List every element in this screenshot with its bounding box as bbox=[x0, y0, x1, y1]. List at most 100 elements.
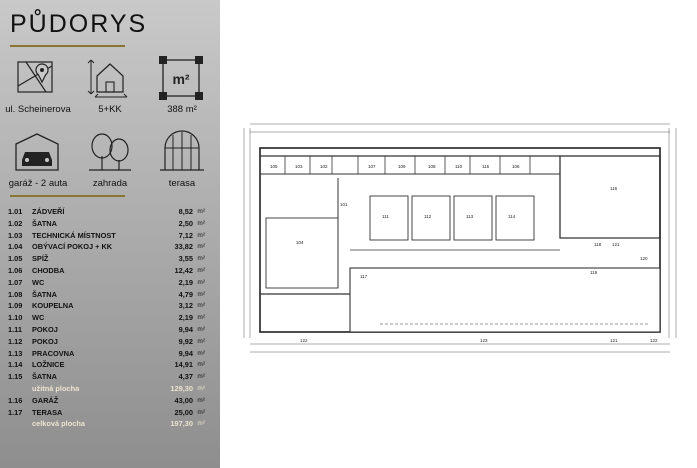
feature-label-terrace: terasa bbox=[168, 178, 196, 189]
feature-label-layout: 5+KK bbox=[98, 104, 122, 115]
svg-text:122: 122 bbox=[300, 338, 308, 343]
area-unit: m² bbox=[197, 231, 205, 239]
room-area: 43,00 bbox=[174, 395, 194, 405]
area-unit: m² bbox=[197, 302, 205, 310]
room-number: 1.17 bbox=[8, 407, 23, 417]
area-unit: m² bbox=[197, 361, 205, 369]
total-area: 129,30 bbox=[170, 383, 193, 393]
room-area: 12,42 bbox=[174, 265, 194, 275]
room-area: 8,52 bbox=[178, 207, 193, 216]
page-title: PŮDORYS bbox=[10, 10, 148, 38]
svg-text:113: 113 bbox=[466, 214, 474, 219]
svg-text:105: 105 bbox=[270, 164, 278, 169]
room-name: ŠATNA bbox=[32, 372, 57, 382]
total-label: celková plocha bbox=[32, 419, 85, 429]
area-unit: m² bbox=[197, 396, 205, 404]
room-number: 1.13 bbox=[8, 348, 23, 358]
svg-text:109: 109 bbox=[398, 164, 406, 169]
feature-label-garden: zahrada bbox=[92, 178, 128, 189]
room-name: POKOJ bbox=[32, 324, 58, 334]
area-unit: m² bbox=[197, 255, 205, 263]
svg-text:107: 107 bbox=[368, 164, 376, 169]
room-number: 1.15 bbox=[8, 372, 23, 382]
svg-text:115: 115 bbox=[482, 164, 490, 169]
area-unit: m² bbox=[197, 384, 205, 392]
room-number: 1.06 bbox=[8, 265, 23, 275]
svg-text:106: 106 bbox=[512, 164, 520, 169]
terrace-icon bbox=[157, 130, 207, 174]
room-name: GARÁŽ bbox=[32, 395, 59, 405]
room-name: KOUPELNA bbox=[32, 301, 74, 311]
svg-text:117: 117 bbox=[360, 274, 368, 279]
room-area: 9,94 bbox=[178, 348, 193, 358]
room-area: 9,94 bbox=[178, 324, 193, 334]
room-name: LOŽNICE bbox=[32, 360, 65, 370]
room-name: ŠATNA bbox=[32, 218, 57, 228]
room-name: TERASA bbox=[32, 407, 63, 417]
room-name: POKOJ bbox=[32, 336, 58, 346]
svg-text:116: 116 bbox=[610, 186, 618, 191]
room-row: 1.15 ŠATNA 4,37 m² bbox=[8, 371, 215, 383]
garden-icon bbox=[85, 130, 135, 174]
room-area: 14,91 bbox=[174, 360, 194, 370]
info-panel: PŮDORYS m² ul. Scheinero bbox=[0, 0, 220, 468]
room-number: 1.07 bbox=[8, 277, 23, 287]
svg-text:102: 102 bbox=[320, 164, 328, 169]
svg-text:104: 104 bbox=[296, 240, 304, 245]
svg-text:121: 121 bbox=[610, 338, 618, 343]
svg-text:119: 119 bbox=[590, 270, 598, 275]
room-name: WC bbox=[32, 313, 45, 323]
area-unit: m² bbox=[197, 373, 205, 381]
total-row: celková plocha 197,30 m² bbox=[8, 418, 215, 430]
svg-text:114: 114 bbox=[508, 214, 516, 219]
svg-text:118: 118 bbox=[594, 242, 602, 247]
total-area: 197,30 bbox=[170, 419, 193, 429]
svg-text:111: 111 bbox=[382, 214, 389, 219]
svg-text:120: 120 bbox=[640, 256, 648, 261]
room-name: ŠATNA bbox=[32, 289, 57, 299]
room-number: 1.03 bbox=[8, 230, 23, 240]
floor-plan: 105 103 102 107 109 108 110 115 106 116 … bbox=[240, 118, 685, 358]
area-unit: m² bbox=[197, 290, 205, 298]
feature-label-street: ul. Scheinerova bbox=[5, 104, 71, 115]
room-area: 3,55 bbox=[178, 254, 193, 264]
total-label: užitná plocha bbox=[32, 383, 80, 393]
area-unit: m² bbox=[197, 337, 205, 345]
room-number: 1.09 bbox=[8, 301, 23, 311]
room-name: WC bbox=[32, 277, 45, 287]
svg-text:101: 101 bbox=[340, 202, 348, 207]
room-name: SPÍŽ bbox=[32, 254, 49, 264]
room-area: 4,37 bbox=[178, 372, 193, 382]
area-unit: m² bbox=[197, 243, 205, 251]
section-divider bbox=[10, 195, 125, 197]
svg-text:110: 110 bbox=[455, 164, 463, 169]
room-name: PRACOVNA bbox=[32, 348, 75, 358]
area-unit: m² bbox=[197, 420, 205, 428]
room-area: 2,50 bbox=[178, 218, 193, 228]
area-unit: m² bbox=[197, 314, 205, 322]
room-area: 33,82 bbox=[174, 242, 194, 252]
svg-text:122: 122 bbox=[650, 338, 658, 343]
total-row: užitná plocha 129,30 m² bbox=[8, 383, 215, 395]
room-number: 1.12 bbox=[8, 336, 23, 346]
area-unit: m² bbox=[197, 208, 205, 215]
title-divider bbox=[10, 45, 125, 47]
location-icon bbox=[12, 56, 62, 100]
feature-label-area: 388 m² bbox=[167, 104, 197, 115]
svg-text:112: 112 bbox=[424, 214, 432, 219]
room-area: 3,12 bbox=[178, 301, 193, 311]
room-area: 25,00 bbox=[174, 407, 194, 417]
area-icon-text: m² bbox=[172, 71, 189, 87]
garage-icon bbox=[12, 130, 62, 174]
